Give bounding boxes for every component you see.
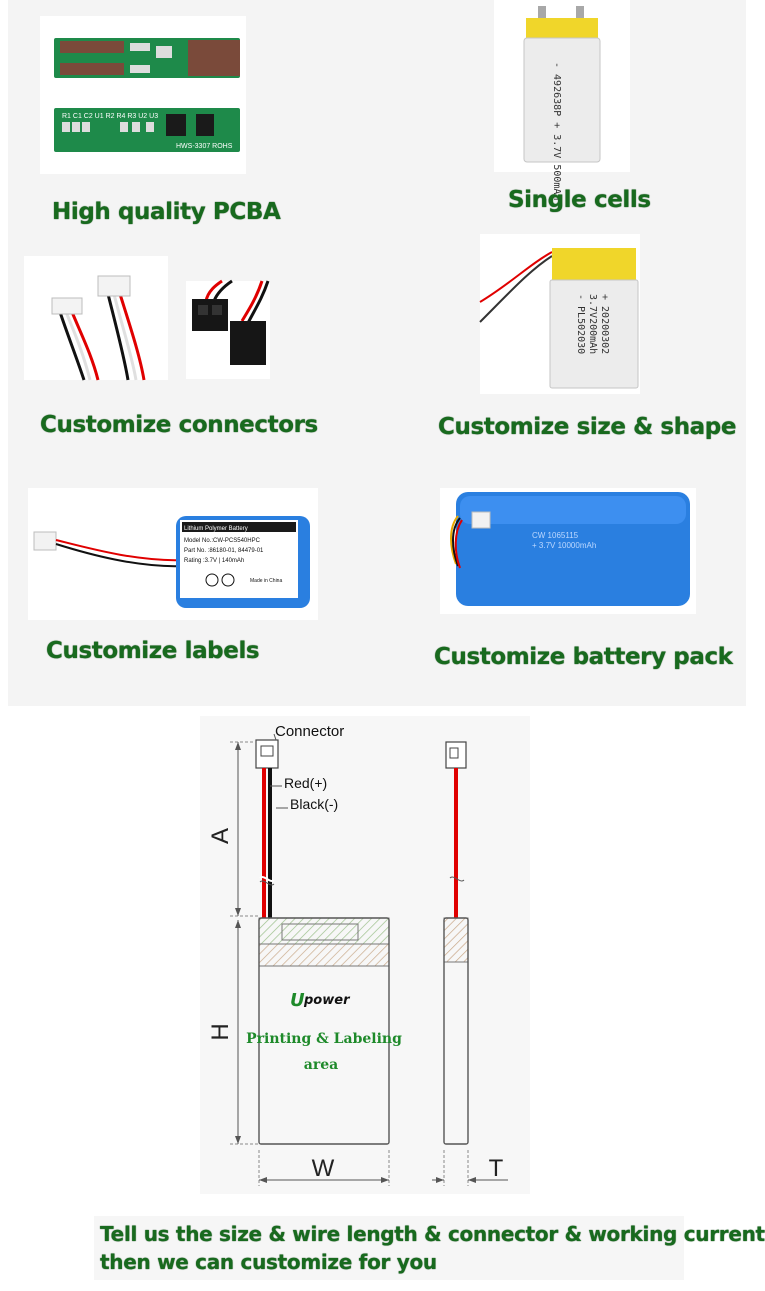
pack-label-1: CW 1065115 bbox=[532, 531, 579, 540]
customize-note-band bbox=[94, 1216, 684, 1280]
battery-outline-front bbox=[258, 917, 390, 1145]
customize-note-line-2: then we can customize for you bbox=[100, 1250, 437, 1274]
dimension-a-label: A bbox=[207, 828, 234, 844]
connector-photo-sm bbox=[186, 279, 270, 379]
dimension-diagram: Connector Red(+) Black(-) A H W T U powe… bbox=[207, 723, 508, 1186]
dimension-h-label: H bbox=[207, 1023, 234, 1040]
printing-area-line-2: area bbox=[304, 1057, 338, 1073]
battery-outline-side bbox=[443, 917, 469, 1145]
label-origin: Made in China bbox=[250, 578, 282, 584]
cell-2-label-3: + 20200302 bbox=[599, 294, 610, 354]
caption-connectors: Customize connectors bbox=[40, 412, 318, 438]
caption-size-shape: Customize size & shape bbox=[438, 414, 737, 440]
label-part: Part No. :86180-01, 84479-01 bbox=[184, 548, 264, 554]
printing-area-line-1: Printing & Labeling bbox=[246, 1031, 402, 1047]
label-rating: Rating :3.7V | 140mAh bbox=[184, 558, 244, 564]
battery-pack-photo: CW 1065115 + 3.7V 10000mAh bbox=[440, 488, 696, 614]
connector-callout: Connector bbox=[275, 723, 344, 740]
pcba-photo: R1 C1 C2 U1 R2 R4 R3 U2 U3 HWS-3307 ROHS bbox=[40, 16, 246, 174]
label-model: Model No.:CW-PCS540HPC bbox=[184, 538, 261, 544]
label-title: Lithium Polymer Battery bbox=[184, 526, 248, 532]
connector-photo-jst bbox=[24, 256, 168, 381]
caption-pcba: High quality PCBA bbox=[52, 199, 281, 225]
size-shape-photo: - PL502030 3.7V200mAh + 20200302 bbox=[479, 234, 640, 394]
black-wire-callout: Black(-) bbox=[290, 796, 338, 812]
upower-logo-text: power bbox=[303, 993, 351, 1008]
red-wire-callout: Red(+) bbox=[284, 775, 327, 791]
connector-housing-side bbox=[445, 741, 467, 769]
pcba-silkscreen-1: R1 C1 C2 U1 R2 R4 R3 U2 U3 bbox=[62, 113, 158, 120]
cell-1-label: - 492638P + 3.7V 500mAh bbox=[551, 62, 562, 200]
single-cell-photo: - 492638P + 3.7V 500mAh bbox=[494, 0, 630, 200]
caption-single-cells: Single cells bbox=[508, 187, 651, 213]
pcba-silkscreen-2: HWS-3307 ROHS bbox=[176, 143, 233, 150]
caption-labels: Customize labels bbox=[46, 638, 260, 664]
dimension-t-label: T bbox=[489, 1155, 504, 1182]
pack-label-2: + 3.7V 10000mAh bbox=[532, 541, 596, 550]
labels-photo: Lithium Polymer Battery Model No.:CW-PCS… bbox=[28, 488, 318, 620]
connector-housing bbox=[255, 739, 279, 769]
customize-note-line-1: Tell us the size & wire length & connect… bbox=[100, 1222, 765, 1246]
caption-battery-pack: Customize battery pack bbox=[434, 644, 733, 670]
dimension-w-label: W bbox=[312, 1155, 335, 1182]
cell-2-label-1: - PL502030 bbox=[575, 294, 586, 354]
upower-logo-initial: U bbox=[290, 990, 305, 1011]
cell-2-label-2: 3.7V200mAh bbox=[587, 294, 598, 354]
